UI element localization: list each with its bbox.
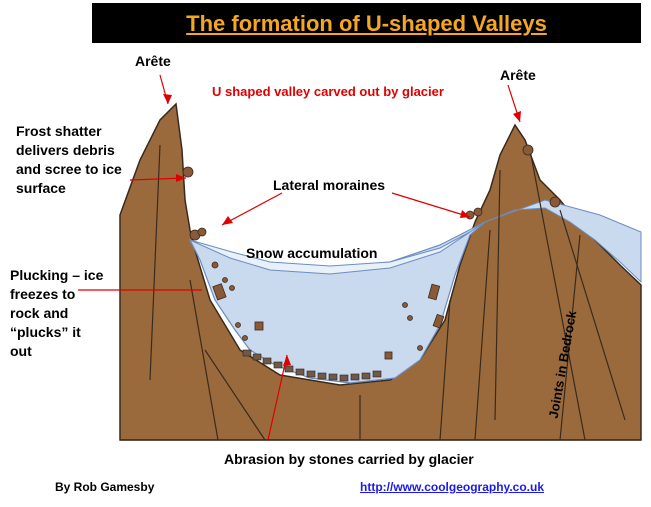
valley-caption: U shaped valley carved out by glacier	[212, 84, 444, 99]
abrasion-stones	[242, 349, 382, 382]
frost-shatter-line-4: surface	[16, 180, 66, 196]
plucking-label: Plucking – ice freezes to rock and “pluc…	[10, 266, 103, 361]
plucking-line-2: freezes to	[10, 286, 76, 302]
joint-lines	[149, 144, 626, 441]
frost-shatter-label: Frost shatter delivers debris and scree …	[16, 122, 122, 198]
plucking-line-5: out	[10, 343, 32, 359]
snow-accumulation-label: Snow accumulation	[246, 245, 378, 261]
source-link[interactable]: http://www.coolgeography.co.uk	[360, 480, 545, 494]
snow-layer	[189, 221, 486, 275]
page-title: The formation of U-shaped Valleys	[186, 11, 547, 36]
plucking-line-1: Plucking – ice	[10, 267, 104, 283]
author-credit: By Rob Gamesby	[55, 480, 155, 494]
abrasion-label: Abrasion by stones carried by glacier	[224, 451, 474, 467]
plucking-line-4: “plucks” it	[10, 324, 81, 340]
arete-right-label: Arête	[500, 67, 536, 83]
arrow-heads	[163, 94, 521, 366]
lateral-moraines-label: Lateral moraines	[273, 177, 386, 193]
frost-shatter-line-2: delivers debris	[16, 142, 115, 158]
frost-shatter-line-1: Frost shatter	[16, 123, 102, 139]
arete-left-label: Arête	[135, 53, 171, 69]
boulders	[182, 144, 561, 360]
title-bar: The formation of U-shaped Valleys	[92, 3, 641, 43]
plucking-line-3: rock and	[10, 305, 69, 321]
frost-shatter-line-3: and scree to ice	[16, 161, 122, 177]
right-slope-ice	[484, 199, 642, 284]
